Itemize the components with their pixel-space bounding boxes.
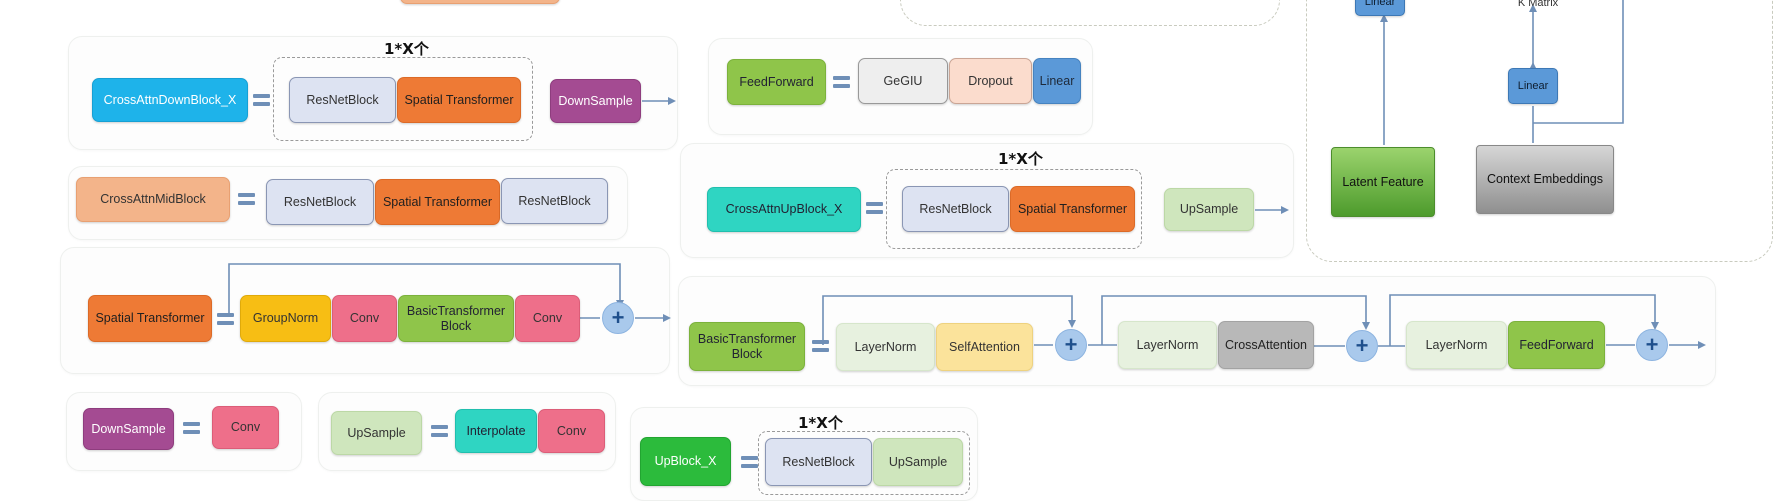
add-icon: + [1346,330,1378,362]
self-attention-block: SelfAttention [936,323,1033,371]
equals-icon [431,424,448,438]
feedforward-block: FeedForward [1508,321,1605,369]
layernorm-block: LayerNorm [1118,321,1217,369]
layernorm-block: LayerNorm [836,323,935,371]
resnet-block: ResNetBlock [765,438,872,486]
resnet-block: ResNetBlock [501,178,608,224]
add-icon: + [602,302,634,334]
basic-transformer-block: BasicTransformer Block [689,322,805,371]
interpolate-block: Interpolate [455,409,537,453]
upsample-block: UpSample [331,411,422,455]
resnet-block: ResNetBlock [289,77,396,123]
spatial-transformer-block: Spatial Transformer [397,77,521,123]
equals-icon [741,455,758,469]
resnet-block: ResNetBlock [266,179,374,225]
upblock-repeat-label: 1*X个 [798,414,843,432]
feedforward-block: FeedForward [727,59,826,105]
conv-block: Conv [538,409,605,453]
cross-attn-up-block: CrossAttnUpBlock_X [707,187,861,232]
add-icon: + [1636,329,1668,361]
linear-block: Linear [1508,68,1558,104]
conv-block: Conv [332,295,397,342]
resnet-block: ResNetBlock [902,186,1009,232]
linear-block: Linear [1033,58,1081,104]
context-embeddings-block: Context Embeddings [1476,145,1614,214]
equals-icon [812,339,829,353]
dropout-block: Dropout [949,58,1032,104]
linear-block: Linear [1355,0,1405,16]
up-repeat-group [886,169,1142,249]
downsample-block: DownSample [550,79,641,123]
upsample-block: UpSample [873,438,963,486]
cross-attn-mid-block: CrossAttnMidBlock [76,177,230,222]
down-repeat-label: 1*X个 [384,40,429,58]
up-repeat-label: 1*X个 [998,150,1043,168]
equals-icon [833,75,850,89]
spatial-transformer-block: Spatial Transformer [1010,186,1135,232]
downsample-block: DownSample [83,408,174,450]
conv-block: Conv [212,406,279,449]
conditioning-panel [1306,0,1773,262]
equals-icon [217,312,234,326]
equals-icon [238,192,255,206]
cross-attn-down-block: CrossAttnDownBlock_X [92,78,248,122]
basic-transformer-block: BasicTransformer Block [398,295,514,342]
equals-icon [183,421,200,435]
layernorm-block: LayerNorm [1406,321,1507,369]
latent-feature-block: Latent Feature [1331,147,1435,217]
equals-icon [253,93,270,107]
add-icon: + [1055,329,1087,361]
groupnorm-block: GroupNorm [240,295,331,342]
geglu-block: GeGIU [858,58,948,104]
equals-icon [866,201,883,215]
conv-block: Conv [515,295,580,342]
upsample-block: UpSample [1164,188,1254,231]
down-repeat-group [273,57,533,141]
upblock-block: UpBlock_X [640,437,731,486]
cross-attention-block: CrossAttention [1218,321,1314,369]
spatial-transformer-block: Spatial Transformer [88,295,212,342]
spatial-transformer-block: Spatial Transformer [375,179,500,225]
k-matrix-label: K Matrix [1517,0,1559,9]
upblock-repeat-group [758,431,970,495]
